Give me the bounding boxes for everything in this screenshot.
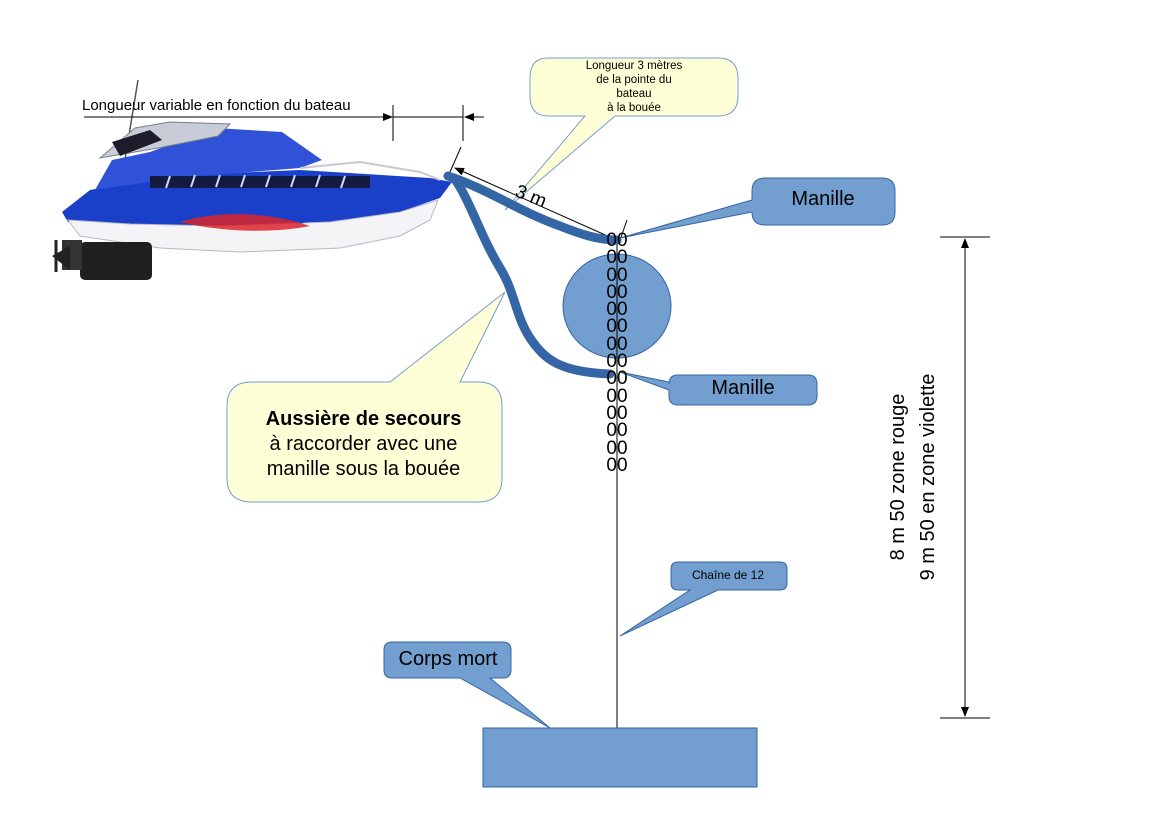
- aussiere-line2: à raccorder avec une: [269, 433, 458, 455]
- aussiere-line3: manille sous la bouée: [266, 458, 461, 480]
- depth-line1: 8 m 50 zone rouge: [887, 393, 909, 561]
- callout-manille-bottom-shape: [619, 371, 818, 406]
- corps-mort-label: Corps mort: [398, 648, 498, 670]
- callout-aussiere-shape: [226, 291, 506, 503]
- callout-manille-top-shape: [619, 177, 896, 239]
- corps-mort-block: [482, 727, 758, 788]
- ropes: [443, 171, 622, 379]
- chaine-label: Chaîne de 12: [691, 568, 765, 582]
- depth-label: 8 m 50 zone rouge 9 m 50 en zone violett…: [883, 327, 943, 627]
- aussiere-title: Aussière de secours: [265, 408, 462, 430]
- boat-illustration: [52, 79, 452, 280]
- boat-length-dimension: [84, 105, 484, 141]
- aussiere-callout-text: Aussière de secours à raccorder avec une…: [236, 407, 491, 482]
- chain-glyphs: 0000000000000000000000000000: [606, 230, 628, 476]
- depth-dimension: [940, 236, 990, 719]
- callout-top-line4: à la bouée: [607, 102, 661, 114]
- manille-top-label: Manille: [791, 188, 855, 210]
- callout-chaine-shape: [619, 561, 788, 637]
- manille-bottom-label: Manille: [711, 377, 775, 399]
- variable-length-label: Longueur variable en fonction du bateau: [82, 97, 351, 114]
- callout-top-line3: bateau: [616, 88, 652, 100]
- callout-top-line2: de la pointe du: [596, 74, 672, 86]
- depth-line2: 9 m 50 en zone violette: [917, 373, 939, 581]
- callout-top-shape: [504, 57, 739, 211]
- callout-corps-shape: [383, 641, 551, 729]
- callout-top-text: Longueur 3 mètres de la pointe du bateau…: [548, 59, 720, 115]
- callout-top-line1: Longueur 3 mètres: [585, 60, 683, 72]
